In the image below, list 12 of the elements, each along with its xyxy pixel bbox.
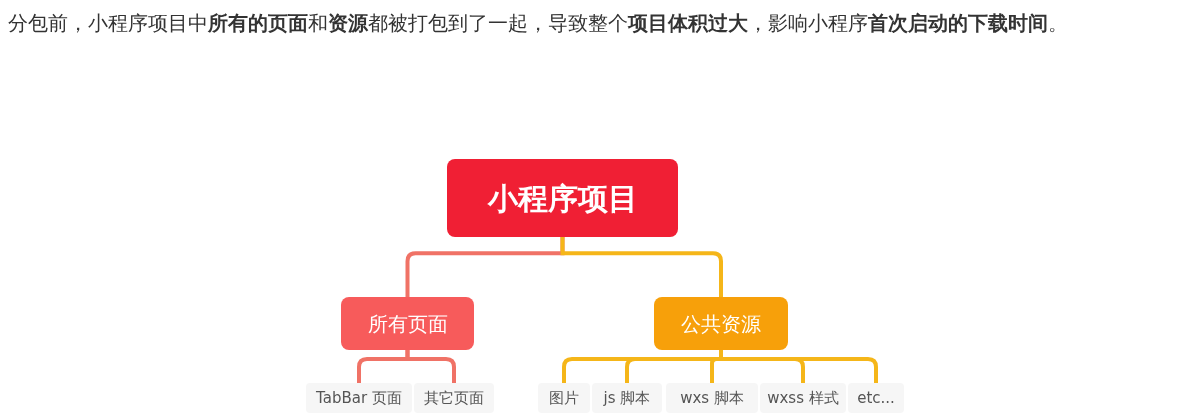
subtopic-label: TabBar 页面 [306, 383, 412, 413]
topic-box: 所有页面 [341, 297, 474, 350]
subtopic-label: wxs 脚本 [666, 383, 758, 413]
topic-box: 公共资源 [654, 297, 788, 350]
root-topic-box: 小程序项目 [447, 159, 678, 237]
subtopic-label: 其它页面 [414, 383, 494, 413]
subtopic-label: etc... [848, 383, 904, 413]
subtopic-label: wxss 样式 [760, 383, 846, 413]
connector-line [560, 237, 723, 297]
subtopic-label: js 脚本 [592, 383, 662, 413]
subtopic-label: 图片 [538, 383, 590, 413]
paragraph: 分包前，小程序项目中所有的页面和资源都被打包到了一起，导致整个项目体积过大，影响小程序首次启动的下载时间。 [8, 11, 1069, 37]
